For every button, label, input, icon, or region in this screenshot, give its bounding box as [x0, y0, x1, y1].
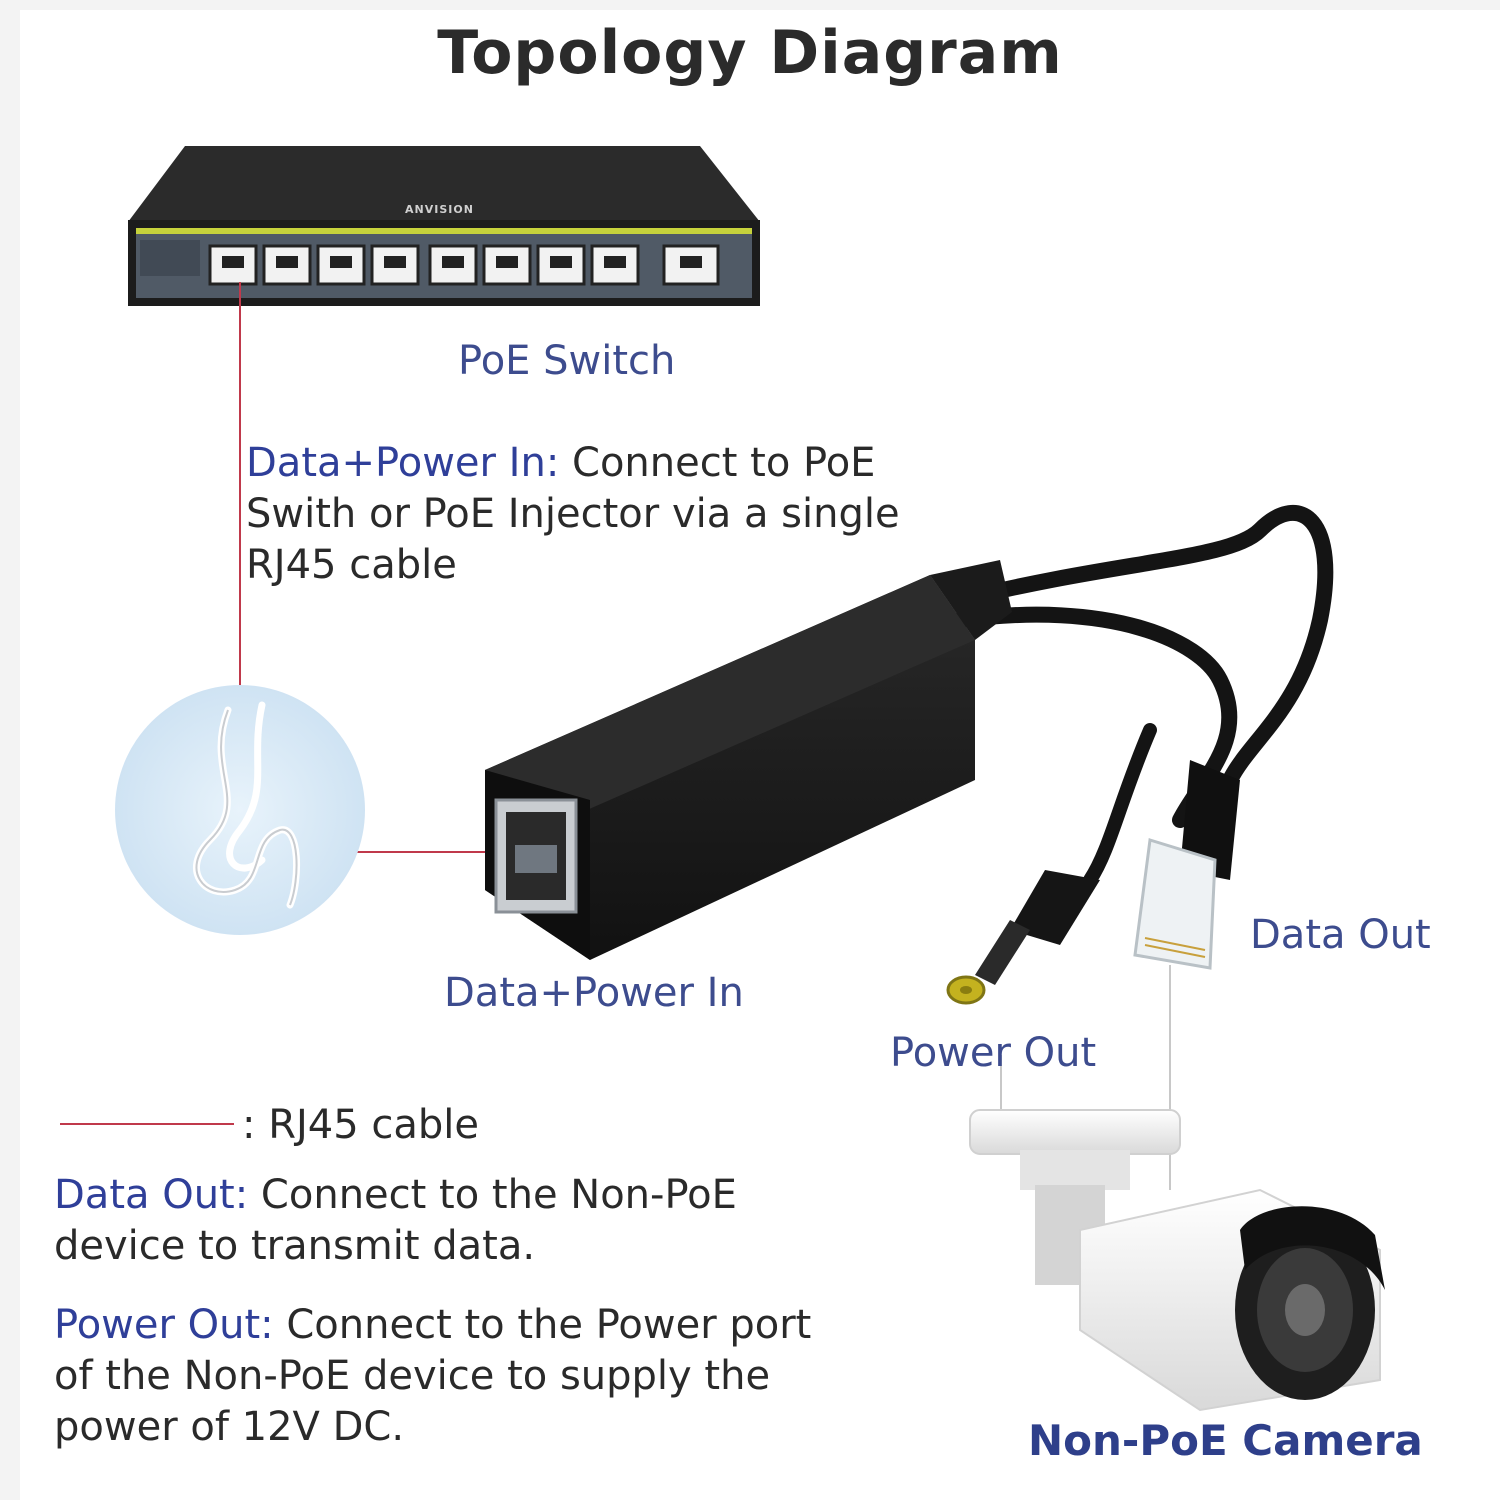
poe-switch-icon [128, 146, 760, 306]
rj45-plug-icon [1133, 760, 1240, 970]
data-power-in-key: Data+Power In: [246, 440, 560, 486]
data-power-in-text: Connect to PoE Swith or PoE Injector via… [246, 440, 900, 588]
data-power-in-label: Data+Power In [444, 970, 744, 1016]
power-out-description: Power Out: Connect to the Power port of … [54, 1300, 844, 1453]
data-power-in-description: Data+Power In: Connect to PoE Swith or P… [246, 438, 936, 591]
page-title: Topology Diagram [437, 18, 1063, 88]
switch-brand: ANVISION [405, 203, 474, 216]
legend-cable-text: : RJ45 cable [242, 1102, 480, 1148]
top-edge [0, 0, 1500, 10]
splitter-cables-icon [952, 504, 1334, 887]
data-out-text: Connect to the Non-PoE device to transmi… [54, 1172, 737, 1269]
camera-icon [969, 1109, 1385, 1412]
poe-switch-label: PoE Switch [458, 338, 676, 384]
data-out-key: Data Out: [54, 1172, 249, 1218]
power-out-label: Power Out [890, 1030, 1097, 1076]
data-out-description: Data Out: Connect to the Non-PoE device … [54, 1170, 794, 1272]
camera-label: Non-PoE Camera [1028, 1416, 1423, 1465]
poe-splitter-icon [485, 560, 1012, 960]
power-out-text: Connect to the Power port of the Non-PoE… [54, 1302, 812, 1450]
cable-bubble-icon [115, 685, 365, 935]
dc-power-plug-icon [946, 870, 1100, 1005]
left-edge [0, 0, 20, 1500]
data-out-label: Data Out [1250, 912, 1431, 958]
power-out-key: Power Out: [54, 1302, 274, 1348]
